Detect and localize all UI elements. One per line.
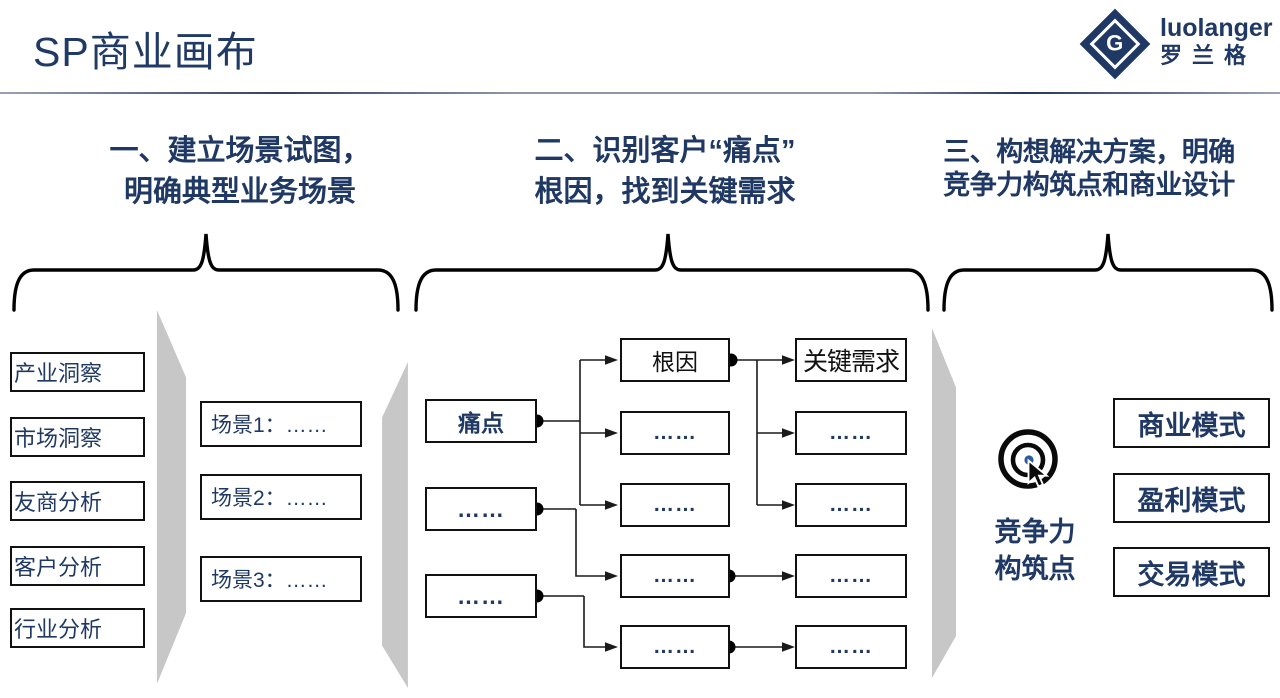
root-cause-box-dots-1: …… xyxy=(620,411,730,455)
scenario-box-1: 场景1：…… xyxy=(200,401,362,447)
brace-step3 xyxy=(942,233,1274,312)
logo-brand-name-cn: 罗兰格 xyxy=(1160,43,1257,68)
header-divider xyxy=(0,92,1280,94)
target-cursor-icon xyxy=(998,429,1058,489)
root-cause-box-dots-3: …… xyxy=(620,554,730,598)
competitiveness-label: 竞争力 构筑点 xyxy=(994,517,1076,584)
key-need-box-dots-2: …… xyxy=(795,483,907,527)
key-need-box-dots-3: …… xyxy=(795,554,907,598)
perspective-panel-1 xyxy=(156,310,187,684)
pain-point-box-dots-2: …… xyxy=(425,574,537,618)
brace-step1 xyxy=(12,233,400,312)
step3-heading: 三、构想解决方案，明确 竞争力构筑点和商业设计 xyxy=(943,137,1235,200)
perspective-panel-2 xyxy=(382,362,408,688)
perspective-panel-3 xyxy=(931,328,957,678)
pain-point-box-dots-1: …… xyxy=(425,487,537,531)
logo-monogram: G xyxy=(1106,31,1124,56)
scenario-box-2: 场景2：…… xyxy=(200,474,362,520)
mode-box-business: 商业模式 xyxy=(1113,398,1270,448)
key-need-box-dots-4: …… xyxy=(795,625,907,669)
root-cause-box: 根因 xyxy=(620,338,730,382)
root-cause-box-dots-4: …… xyxy=(620,625,730,669)
brace-step2 xyxy=(414,233,930,312)
mode-box-transaction: 交易模式 xyxy=(1113,547,1270,597)
mode-box-profit: 盈利模式 xyxy=(1113,473,1270,523)
pain-point-box: 痛点 xyxy=(425,399,537,443)
key-need-box: 关键需求 xyxy=(795,338,907,382)
analysis-box-industry-analysis: 行业分析 xyxy=(10,608,145,648)
company-logo: G luolanger 罗兰格 xyxy=(1079,8,1278,82)
analysis-box-customer-analysis: 客户分析 xyxy=(10,546,145,586)
analysis-box-industry-insight: 产业洞察 xyxy=(10,352,145,392)
step2-heading: 二、识别客户“痛点” 根因，找到关键需求 xyxy=(534,135,796,208)
logo-diamond-icon: G xyxy=(1079,8,1151,80)
step1-heading: 一、建立场景试图， 明确典型业务场景 xyxy=(109,135,371,208)
root-cause-box-dots-2: …… xyxy=(620,483,730,527)
analysis-box-competitor-analysis: 友商分析 xyxy=(10,481,145,521)
analysis-box-market-insight: 市场洞察 xyxy=(10,417,145,457)
scenario-box-3: 场景3：…… xyxy=(200,556,362,602)
page-title: SP商业画布 xyxy=(33,29,258,75)
key-need-box-dots-1: …… xyxy=(795,411,907,455)
logo-brand-name: luolanger xyxy=(1160,14,1273,42)
